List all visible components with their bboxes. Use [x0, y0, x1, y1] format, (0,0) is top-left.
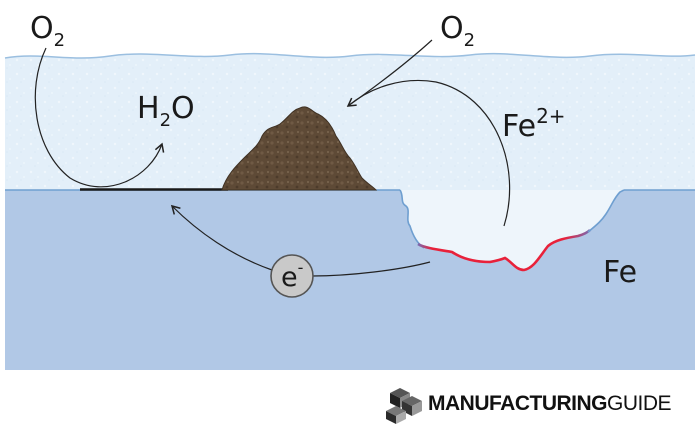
fe-ion-to-rust-arrow	[347, 79, 511, 227]
brand-logo-icon	[386, 388, 422, 424]
oxygen-label-left: O2	[30, 11, 65, 51]
pit-anode-edge	[417, 229, 591, 272]
brand-name-light: GUIDE	[606, 392, 672, 415]
electron: e-	[270, 254, 314, 298]
rust-deposit	[221, 106, 378, 191]
water-layer	[4, 52, 696, 190]
oxygen-label-right: O2	[440, 11, 475, 51]
water-surface-line	[4, 52, 696, 59]
pit-wall-left	[399, 189, 425, 249]
iron-ion-label: Fe2+	[502, 104, 566, 144]
o2-to-h2o-arrow	[34, 47, 165, 188]
reaction-arrows	[34, 39, 511, 277]
water-label: H2O	[137, 91, 195, 131]
corrosion-pit	[399, 189, 625, 272]
electron-flow-arrow	[172, 206, 431, 277]
iron-metal-label: Fe	[603, 255, 637, 290]
electron-label: e-	[281, 258, 303, 293]
electron-circle	[270, 254, 314, 298]
pit-wall-right	[587, 189, 625, 233]
brand-name-bold: MANUFACTURING	[428, 392, 607, 415]
